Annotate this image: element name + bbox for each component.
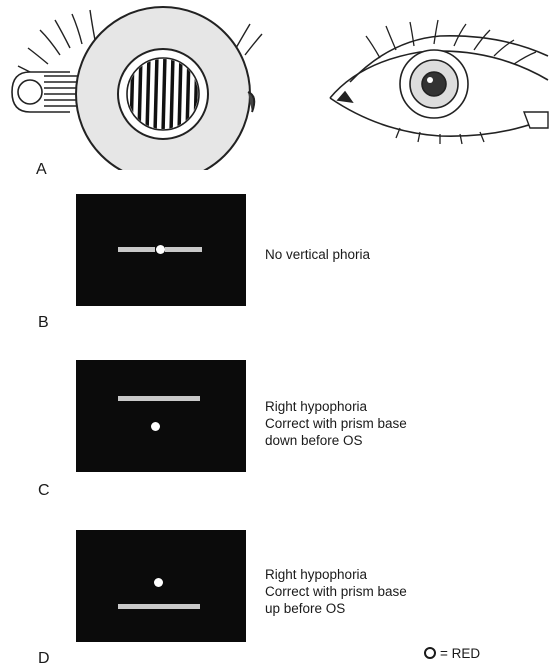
red-light-symbol-icon: [424, 647, 436, 659]
legend-label: = RED: [440, 646, 480, 661]
panel-b-red-light: [156, 245, 165, 254]
panel-c-line: Right hypophoria: [265, 398, 407, 415]
panel-d-line: Correct with prism base: [265, 583, 407, 600]
panel-a-label: A: [36, 161, 47, 179]
panel-d-label: D: [38, 650, 50, 668]
panel-d-red-light: [154, 578, 163, 587]
panel-d-description: Right hypophoria Correct with prism base…: [265, 566, 407, 617]
legend: = RED: [424, 646, 480, 661]
panel-b-screen: [76, 194, 246, 306]
panel-b-streak-right: [165, 247, 202, 252]
panel-c-label: C: [38, 482, 50, 500]
panel-b-description: No vertical phoria: [265, 246, 370, 263]
panel-c-red-light: [151, 422, 160, 431]
panel-c-line: Correct with prism base: [265, 415, 407, 432]
panel-c-streak: [118, 396, 200, 401]
panel-b-line: No vertical phoria: [265, 246, 370, 263]
panel-d-screen: [76, 530, 246, 642]
panel-d-streak: [118, 604, 200, 609]
panel-b-streak-left: [118, 247, 155, 252]
panel-c-screen: [76, 360, 246, 472]
panel-b-label: B: [38, 314, 49, 332]
panel-d-line: up before OS: [265, 600, 407, 617]
panel-d-line: Right hypophoria: [265, 566, 407, 583]
panel-c-line: down before OS: [265, 432, 407, 449]
maddox-rod-illustration: [0, 0, 558, 170]
panel-c-description: Right hypophoria Correct with prism base…: [265, 398, 407, 449]
uncovered-eye: [330, 36, 548, 136]
